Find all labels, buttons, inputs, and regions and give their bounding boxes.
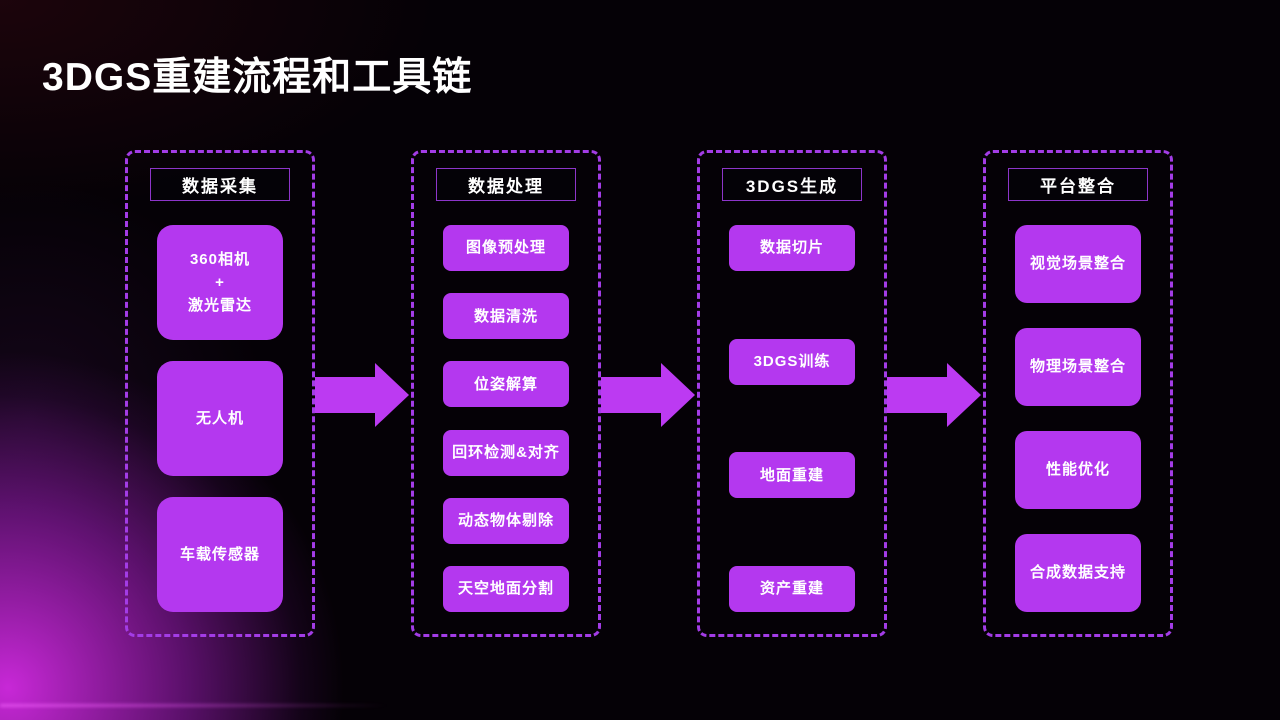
flow-box: 数据清洗 [443,293,569,340]
flow-box: 位姿解算 [443,361,569,408]
flow-box: 3DGS训练 [729,338,855,385]
flow-box: 无人机 [157,361,283,476]
flow-box: 地面重建 [729,452,855,499]
column-body: 360相机 + 激光雷达无人机车载传感器 [128,225,312,612]
column-header: 数据处理 [436,168,576,201]
flow-box: 合成数据支持 [1015,534,1141,612]
flow-column-1: 数据采集 360相机 + 激光雷达无人机车载传感器 [125,150,315,637]
flow-column-4: 平台整合视觉场景整合物理场景整合性能优化合成数据支持 [983,150,1173,637]
column-body: 图像预处理数据清洗位姿解算回环检测&对齐动态物体剔除天空地面分割 [414,225,598,612]
flow-box: 数据切片 [729,225,855,271]
flow-column-3: 3DGS生成数据切片 3DGS训练地面重建资产重建 [697,150,887,637]
flow-box: 视觉场景整合 [1015,225,1141,303]
column-body: 视觉场景整合物理场景整合性能优化合成数据支持 [986,225,1170,612]
flow-box: 360相机 + 激光雷达 [157,225,283,340]
flow-column-2: 数据处理图像预处理数据清洗位姿解算回环检测&对齐动态物体剔除天空地面分割 [411,150,601,637]
flow-box: 性能优化 [1015,431,1141,509]
flow-box: 车载传感器 [157,497,283,612]
flow-box: 物理场景整合 [1015,328,1141,406]
column-header: 平台整合 [1008,168,1148,201]
flow-box: 资产重建 [729,565,855,612]
column-header: 3DGS生成 [722,168,862,201]
flow-box: 动态物体剔除 [443,497,569,544]
column-body: 数据切片 3DGS训练地面重建资产重建 [700,225,884,612]
column-header: 数据采集 [150,168,290,201]
flow-box: 天空地面分割 [443,565,569,612]
flow-box: 图像预处理 [443,225,569,271]
page-title: 3DGS重建流程和工具链 [42,56,473,99]
flow-box: 回环检测&对齐 [443,429,569,476]
